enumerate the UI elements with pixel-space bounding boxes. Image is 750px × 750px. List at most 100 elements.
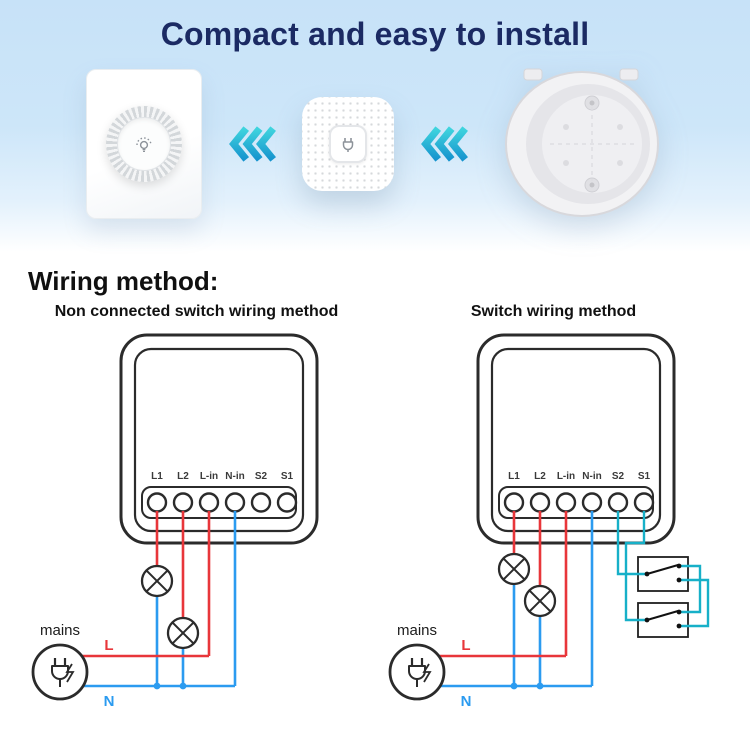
- diagram-title: Switch wiring method: [470, 303, 637, 320]
- mains-plug-icon: [388, 643, 446, 701]
- junction-dot: [510, 682, 518, 690]
- switch-module: L1 L2 L-in N-in S2 S1: [476, 333, 676, 545]
- terminal-circle: [503, 492, 525, 513]
- lamp-cross: [528, 589, 552, 613]
- mains-circle: [31, 643, 89, 701]
- lamp-cross: [502, 557, 526, 581]
- terminal-circle: [198, 492, 220, 513]
- plug-prongs: [53, 658, 67, 666]
- terminal-label: L1: [508, 471, 520, 482]
- diagram-title: Non connected switch wiring method: [54, 303, 339, 320]
- lightning-bolt-icon: [422, 663, 432, 683]
- terminal-label: S2: [612, 471, 625, 482]
- page-title: Compact and easy to install: [160, 16, 590, 52]
- mains-label: mains: [40, 622, 80, 639]
- chevrons-left-icon: [229, 126, 276, 162]
- wire-s2: [616, 511, 647, 576]
- contact-dot: [676, 577, 682, 583]
- terminal-circle: [607, 492, 629, 513]
- terminal-label: S2: [255, 471, 268, 482]
- screw-hole: [589, 182, 595, 188]
- chevron-left: [434, 126, 455, 162]
- junction-dot: [179, 682, 187, 690]
- terminal-labels: L1 L2 L-in N-in S2 S1: [151, 471, 293, 482]
- terminal-circle: [581, 492, 603, 513]
- plug-prongs: [410, 658, 424, 666]
- mounting-guides: [550, 107, 634, 181]
- terminal-label: N-in: [582, 471, 601, 482]
- chevron-left: [421, 126, 442, 162]
- terminal-label: L1: [151, 471, 163, 482]
- terminal-circle: [276, 492, 298, 513]
- wiring-diagram-svg: L1 L2 L-in N-in S2 S1: [31, 333, 319, 710]
- lamp-cross: [171, 621, 195, 645]
- junction-box-image: [505, 68, 659, 217]
- diagram-non-connected-switch: Non connected switch wiring method L1 L2…: [29, 303, 364, 729]
- hero-section: Compact and easy to install: [0, 0, 750, 252]
- dimmer-knob-face: [117, 117, 171, 171]
- neutral-label: N: [461, 693, 472, 710]
- switch-lever: [646, 610, 679, 621]
- terminal-circles: [503, 492, 655, 513]
- knockout-hole: [563, 160, 569, 166]
- terminal-circle: [146, 492, 168, 513]
- terminal-circle: [172, 492, 194, 513]
- module-button: [329, 125, 367, 163]
- dimmer-switch-image: [86, 69, 202, 219]
- module-inner-outline: [133, 347, 305, 533]
- junction-box-tab: [523, 68, 543, 81]
- traveler-wire: [679, 564, 702, 614]
- lamp-symbol: [166, 616, 200, 650]
- terminal-label: L2: [177, 471, 189, 482]
- terminal-circle: [555, 492, 577, 513]
- switch-symbol: [644, 609, 682, 629]
- terminal-label: L-in: [557, 471, 575, 482]
- mains-plug-icon: [31, 643, 89, 701]
- traveler-wire: [679, 578, 710, 628]
- lightning-bolt-icon: [65, 663, 75, 683]
- bulb-dial-icon: [136, 137, 152, 153]
- terminal-label: L-in: [200, 471, 218, 482]
- wire-s1: [624, 511, 647, 622]
- lamp-symbol: [140, 564, 174, 598]
- wiring-diagrams: Non connected switch wiring method L1 L2…: [0, 303, 750, 729]
- chevron-left: [229, 126, 250, 162]
- live-label: L: [104, 637, 113, 654]
- chevron-left: [448, 126, 468, 162]
- terminal-label: S1: [281, 471, 294, 482]
- terminal-circle: [224, 492, 246, 513]
- smart-switch-module-image: [302, 97, 394, 191]
- lamp-symbol: [523, 584, 557, 618]
- terminal-label: N-in: [225, 471, 244, 482]
- lamp-cross: [145, 569, 169, 593]
- terminal-circle: [529, 492, 551, 513]
- switch-module: L1 L2 L-in N-in S2 S1: [119, 333, 319, 545]
- junction-dot: [536, 682, 544, 690]
- plug-button-icon: [342, 138, 354, 152]
- module-inner-outline: [490, 347, 662, 533]
- terminal-label: S1: [638, 471, 651, 482]
- wiring-diagram-svg: L1 L2 L-in N-in S2 S1: [388, 333, 710, 710]
- live-label: L: [461, 637, 470, 654]
- screw-hole: [589, 100, 595, 106]
- wiring-method-heading: Wiring method:: [28, 266, 219, 296]
- terminal-circle: [250, 492, 272, 513]
- contact-dot: [676, 623, 682, 629]
- terminal-circle: [633, 492, 655, 513]
- knockout-hole: [563, 124, 569, 130]
- switch-lever: [646, 564, 679, 575]
- junction-box-tab: [619, 68, 639, 81]
- chevron-left: [242, 126, 263, 162]
- chevrons-left-icon: [421, 126, 468, 162]
- neutral-label: N: [104, 693, 115, 710]
- terminal-circles: [146, 492, 298, 513]
- knockout-hole: [617, 124, 623, 130]
- page: Compact and easy to install: [0, 0, 750, 729]
- mains-label: mains: [397, 622, 437, 639]
- terminal-labels: L1 L2 L-in N-in S2 S1: [508, 471, 650, 482]
- terminal-label: L2: [534, 471, 546, 482]
- lamp-symbol: [497, 552, 531, 586]
- junction-dot: [153, 682, 161, 690]
- dimmer-knob: [106, 106, 182, 182]
- products-row: [0, 65, 750, 223]
